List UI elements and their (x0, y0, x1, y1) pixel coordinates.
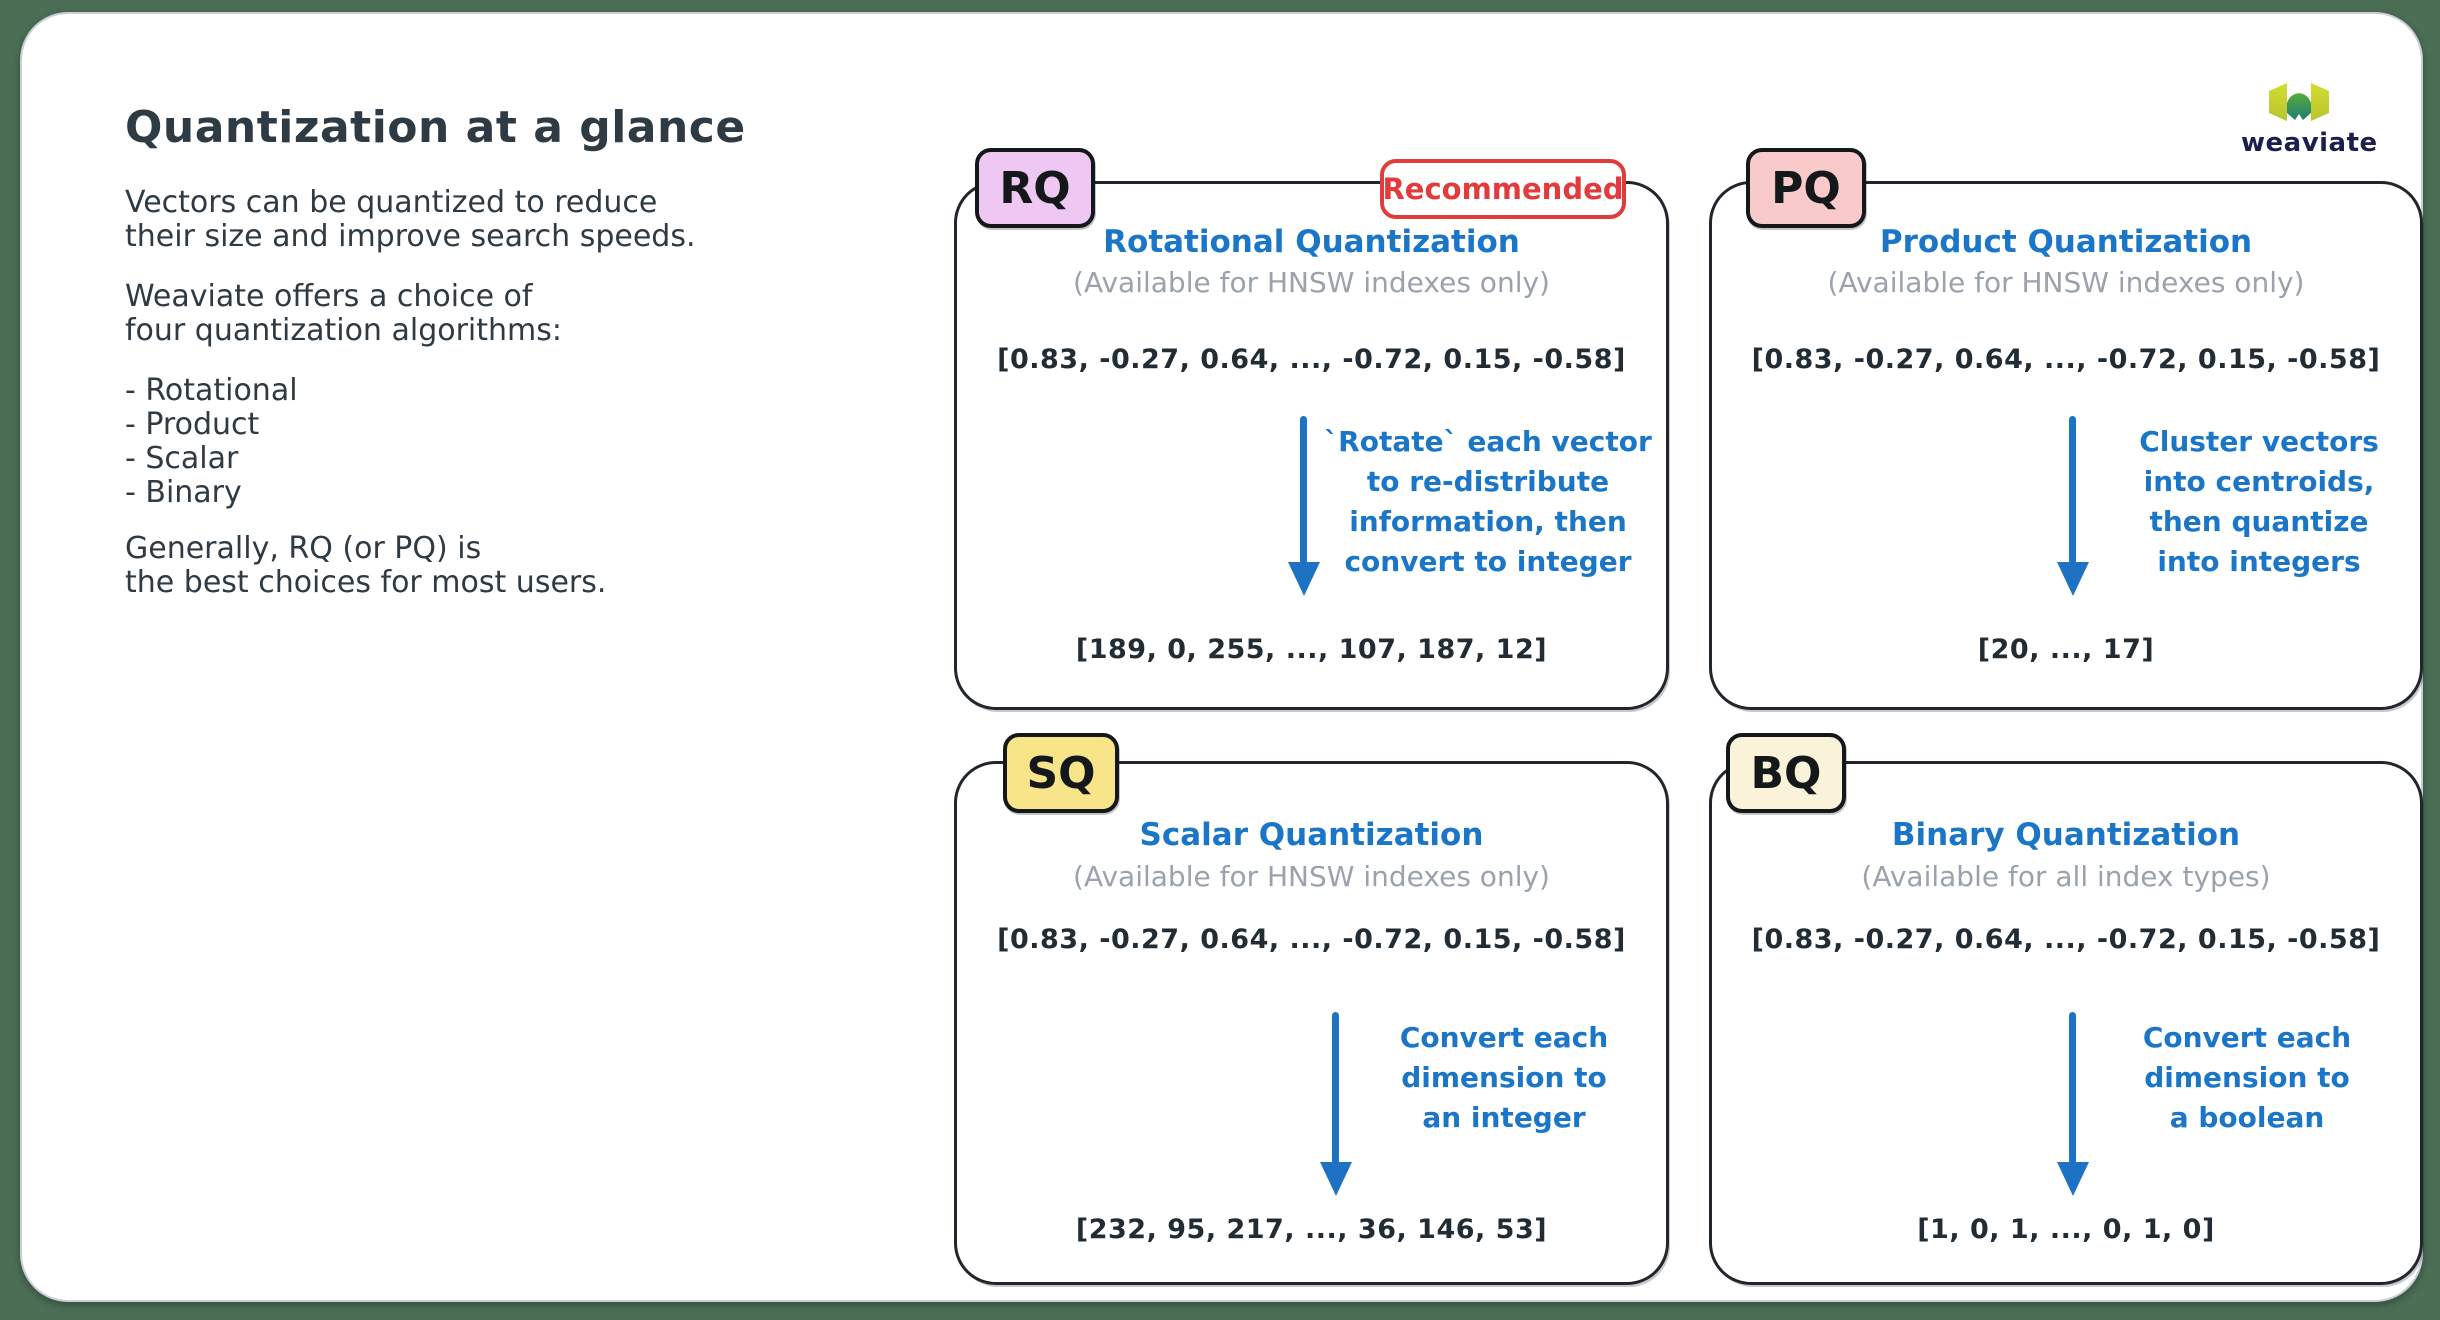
step-line: information, then (1349, 505, 1627, 538)
rq-badge: RQ (975, 148, 1095, 228)
card-subtitle: (Available for HNSW indexes only) (1073, 860, 1550, 893)
output-vector: [232, 95, 217, ..., 36, 146, 53] (1075, 1214, 1548, 1245)
card-product-quantization: PQ Product Quantization (Available for H… (1709, 148, 2423, 710)
step-line: then quantize (2149, 505, 2369, 538)
step-line: into centroids, (2143, 465, 2375, 498)
choice-paragraph: Weaviate offers a choice of four quantiz… (125, 280, 562, 348)
whiteboard-canvas: Quantization at a glance Vectors can be … (20, 12, 2423, 1302)
down-arrow-icon (1332, 1012, 1339, 1164)
intro-line: Vectors can be quantized to reduce (125, 185, 658, 220)
step-line: to re-distribute (1366, 465, 1610, 498)
output-vector: [20, ..., 17] (1977, 634, 2155, 665)
intro-paragraph: Vectors can be quantized to reduce their… (125, 186, 695, 254)
weaviate-logo: weaviate (2241, 80, 2378, 158)
weaviate-logo-icon (2269, 83, 2329, 121)
step-annotation: `Rotate` each vector to re-distribute in… (1308, 422, 1668, 582)
step-line: a boolean (2169, 1101, 2325, 1134)
output-vector: [189, 0, 255, ..., 107, 187, 12] (1075, 634, 1548, 665)
step-annotation: Convert each dimension to an integer (1369, 1018, 1639, 1138)
intro-line: their size and improve search speeds. (125, 219, 696, 254)
bq-badge: BQ (1726, 733, 1846, 813)
closing-paragraph: Generally, RQ (or PQ) is the best choice… (125, 532, 606, 600)
step-line: convert to integer (1344, 545, 1632, 578)
step-line: an integer (1422, 1101, 1586, 1134)
step-line: dimension to (2144, 1061, 2350, 1094)
card-scalar-quantization: SQ Scalar Quantization (Available for HN… (954, 733, 1669, 1285)
list-item: - Rotational (125, 373, 298, 408)
pq-badge: PQ (1746, 148, 1866, 228)
list-item: - Scalar (125, 441, 239, 476)
card-binary-quantization: BQ Binary Quantization (Available for al… (1709, 733, 2423, 1285)
step-line: into integers (2157, 545, 2361, 578)
page-title: Quantization at a glance (125, 102, 746, 153)
closing-line: the best choices for most users. (125, 565, 607, 600)
card-title: Product Quantization (1879, 224, 2253, 260)
sq-badge: SQ (1003, 733, 1119, 813)
list-item: - Binary (125, 475, 242, 510)
step-line: Convert each (2142, 1021, 2352, 1054)
input-vector: [0.83, -0.27, 0.64, ..., -0.72, 0.15, -0… (997, 924, 1626, 955)
step-line: dimension to (1401, 1061, 1607, 1094)
choice-line: Weaviate offers a choice of (125, 279, 533, 314)
down-arrow-icon (1300, 416, 1307, 564)
input-vector: [0.83, -0.27, 0.64, ..., -0.72, 0.15, -0… (1751, 924, 2381, 955)
closing-line: Generally, RQ (or PQ) is (125, 531, 482, 566)
input-vector: [0.83, -0.27, 0.64, ..., -0.72, 0.15, -0… (1751, 344, 2381, 375)
list-item: - Product (125, 407, 260, 442)
card-subtitle: (Available for HNSW indexes only) (1073, 266, 1550, 299)
step-line: Cluster vectors (2139, 425, 2379, 458)
algorithm-list: - Rotational - Product - Scalar - Binary (125, 374, 298, 510)
card-rotational-quantization: RQ Recommended Rotational Quantization (… (954, 148, 1669, 710)
choice-line: four quantization algorithms: (125, 313, 563, 348)
step-line: Convert each (1399, 1021, 1609, 1054)
down-arrow-icon (2069, 1012, 2076, 1164)
card-title: Scalar Quantization (1139, 817, 1484, 853)
down-arrow-icon (2069, 416, 2076, 564)
weaviate-wordmark: weaviate (2241, 128, 2378, 158)
step-annotation: Cluster vectors into centroids, then qua… (2109, 422, 2409, 582)
step-line: `Rotate` each vector (1324, 425, 1652, 458)
card-subtitle: (Available for HNSW indexes only) (1827, 266, 2305, 299)
card-title: Rotational Quantization (1103, 224, 1520, 260)
card-title: Binary Quantization (1891, 817, 2241, 853)
card-subtitle: (Available for all index types) (1861, 860, 2271, 893)
input-vector: [0.83, -0.27, 0.64, ..., -0.72, 0.15, -0… (997, 344, 1626, 375)
step-annotation: Convert each dimension to a boolean (2102, 1018, 2392, 1138)
recommended-pill: Recommended (1380, 159, 1626, 219)
output-vector: [1, 0, 1, ..., 0, 1, 0] (1917, 1214, 2215, 1245)
